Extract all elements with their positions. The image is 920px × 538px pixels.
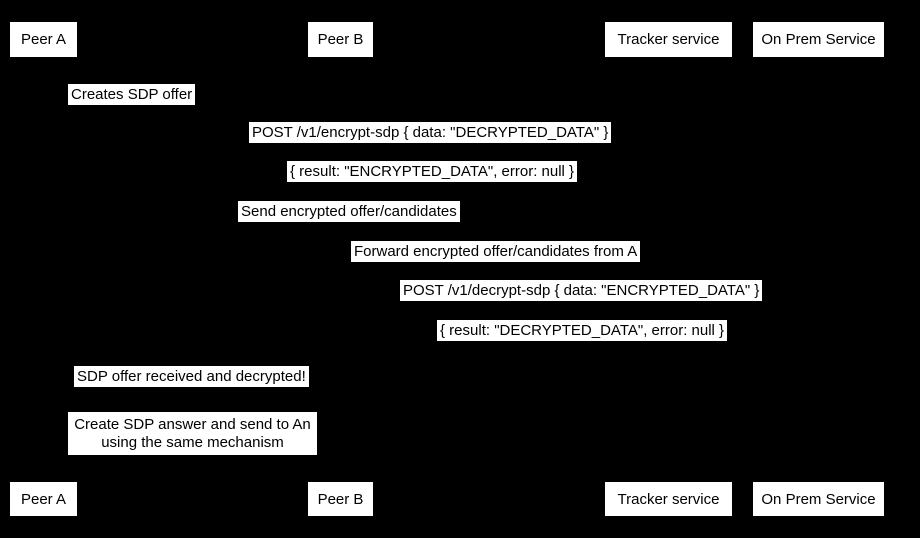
participant-peer-b-bottom: Peer B bbox=[308, 482, 373, 516]
message-send-encrypted-offer: Send encrypted offer/candidates bbox=[238, 201, 460, 222]
message-decrypt-result: { result: "DECRYPTED_DATA", error: null … bbox=[437, 320, 728, 341]
message-encrypt-result: { result: "ENCRYPTED_DATA", error: null … bbox=[287, 161, 578, 182]
message-post-decrypt-sdp: POST /v1/decrypt-sdp { data: "ENCRYPTED_… bbox=[400, 280, 763, 301]
participant-peer-a-bottom: Peer A bbox=[10, 482, 77, 516]
participant-tracker-service-top: Tracker service bbox=[605, 22, 732, 57]
participant-peer-a-top: Peer A bbox=[10, 22, 77, 57]
message-creates-sdp-offer: Creates SDP offer bbox=[68, 84, 196, 105]
message-post-encrypt-sdp: POST /v1/encrypt-sdp { data: "DECRYPTED_… bbox=[249, 122, 612, 143]
participant-on-prem-service-bottom: On Prem Service bbox=[753, 482, 884, 516]
note-create-sdp-answer: Create SDP answer and send to An using t… bbox=[68, 412, 317, 455]
message-forward-encrypted-offer: Forward encrypted offer/candidates from … bbox=[351, 241, 641, 262]
participant-tracker-service-bottom: Tracker service bbox=[605, 482, 732, 516]
message-sdp-offer-received: SDP offer received and decrypted! bbox=[74, 366, 309, 387]
participant-peer-b-top: Peer B bbox=[308, 22, 373, 57]
participant-on-prem-service-top: On Prem Service bbox=[753, 22, 884, 57]
